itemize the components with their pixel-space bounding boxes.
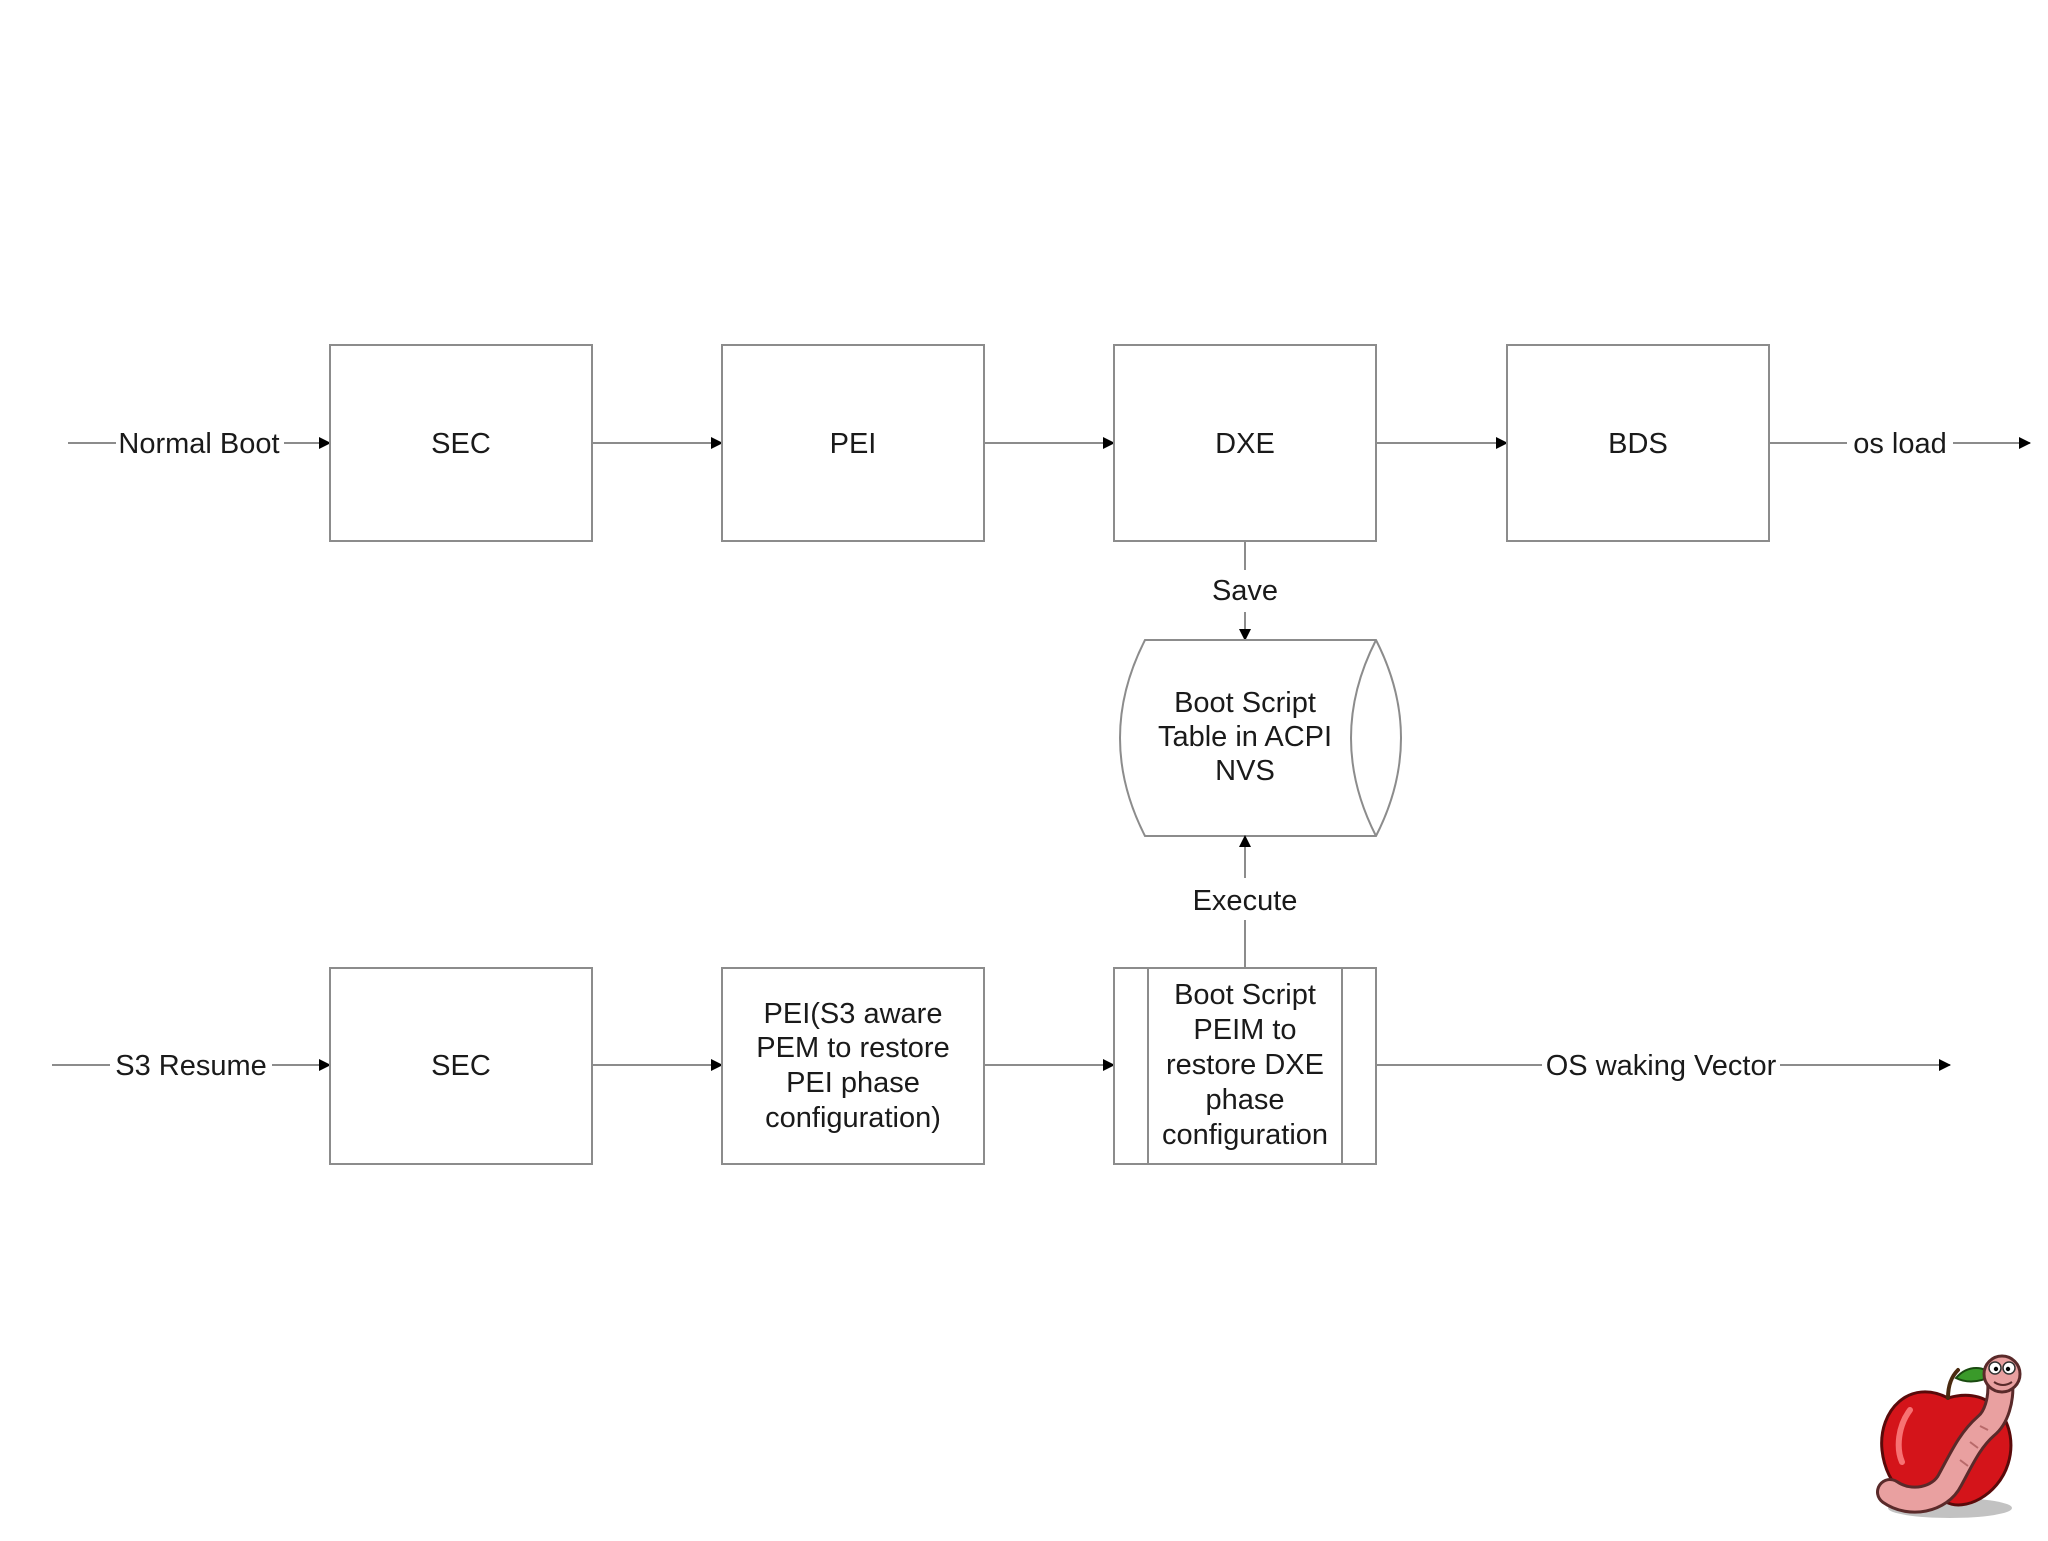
s3-pei-line-3: PEI phase: [786, 1067, 920, 1099]
s3-pei-line-1: PEI(S3 aware: [764, 998, 943, 1030]
peim-line-1: Boot Script: [1174, 979, 1316, 1011]
save-label: Save: [1212, 575, 1278, 607]
storage-line-2: Table in ACPI: [1158, 721, 1332, 753]
s3-pei-line-2: PEM to restore: [756, 1032, 949, 1064]
execute-label: Execute: [1193, 885, 1298, 917]
bds-label: BDS: [1608, 428, 1668, 460]
peim-line-3: restore DXE: [1166, 1049, 1324, 1081]
sec-label: SEC: [431, 428, 491, 460]
s3-pei-box: [721, 967, 985, 1165]
os-load-label: os load: [1853, 428, 1947, 460]
dxe-label: DXE: [1215, 428, 1275, 460]
s3-resume-row: S3 Resume SEC PEI(S3 aware PEM to restor…: [52, 967, 1951, 1165]
boot-script-storage: Save Boot Script Table in ACPI NVS Execu…: [1119, 541, 1402, 968]
pei-label: PEI: [830, 428, 877, 460]
normal-boot-label: Normal Boot: [118, 428, 279, 460]
boot-script-peim-box: [1113, 967, 1377, 1165]
dxe-box: [1113, 344, 1377, 542]
normal-boot-row: Normal Boot SEC PEI DXE BDS os load: [68, 344, 2031, 542]
storage-line-3: NVS: [1215, 755, 1275, 787]
s3-resume-label: S3 Resume: [115, 1050, 267, 1082]
s3-sec-box: [329, 967, 593, 1165]
boot-script-table-inner-curve: [1350, 639, 1377, 837]
s3-sec-label: SEC: [431, 1050, 491, 1082]
bds-box: [1506, 344, 1770, 542]
sec-box: [329, 344, 593, 542]
peim-line-2: PEIM to: [1193, 1014, 1296, 1046]
s3-pei-line-4: configuration): [765, 1102, 941, 1134]
apple-worm-logo: [1876, 1354, 2022, 1518]
storage-line-1: Boot Script: [1174, 687, 1316, 719]
peim-line-4: phase: [1205, 1084, 1284, 1116]
peim-line-5: configuration: [1162, 1119, 1328, 1151]
os-waking-vector-label: OS waking Vector: [1546, 1050, 1777, 1082]
pei-box: [721, 344, 985, 542]
